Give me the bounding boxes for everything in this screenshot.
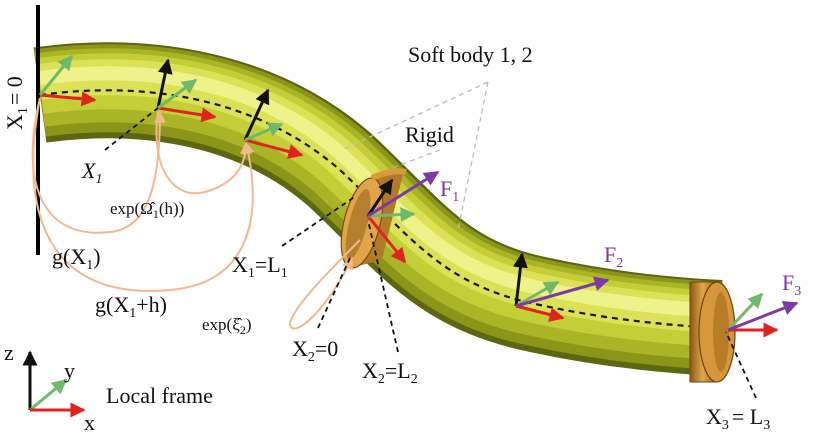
label-rigid: Rigid: [405, 122, 454, 147]
label-x1-variable: X1: [81, 158, 102, 187]
centerline: [39, 89, 721, 330]
label-x2-l2: X2=L2: [362, 358, 418, 387]
mapping-curves: [31, 97, 361, 330]
label-f3: F3: [782, 270, 801, 299]
guide-lines: [341, 81, 489, 231]
label-soft-body: Soft body 1, 2: [408, 42, 533, 67]
label-exp-xi: exp(ξ̂2): [202, 315, 251, 337]
label-x2-zero: X2=0: [292, 336, 338, 365]
label-exp-omega: exp(Ω̂1(h)): [110, 199, 184, 221]
local-frame-legend: z y x Local frame: [4, 340, 213, 435]
axis-z-label: z: [4, 340, 14, 365]
label-x1-l1: X1=L1: [232, 252, 288, 281]
rigid-disc-end: [689, 281, 736, 383]
label-x1-zero: X1= 0: [2, 76, 31, 130]
local-frame-label: Local frame: [106, 383, 213, 408]
axis-y-label: y: [64, 358, 75, 383]
label-g-x1-h: g(X1+h): [95, 292, 167, 321]
label-f2: F2: [604, 242, 623, 271]
frames: [38, 54, 799, 338]
label-f1: F1: [440, 176, 459, 205]
label-x3-l3: X3= L3: [706, 404, 770, 433]
leader-lines: [104, 107, 757, 399]
label-g-x1: g(X1): [52, 244, 101, 273]
axis-x-label: x: [84, 410, 95, 435]
